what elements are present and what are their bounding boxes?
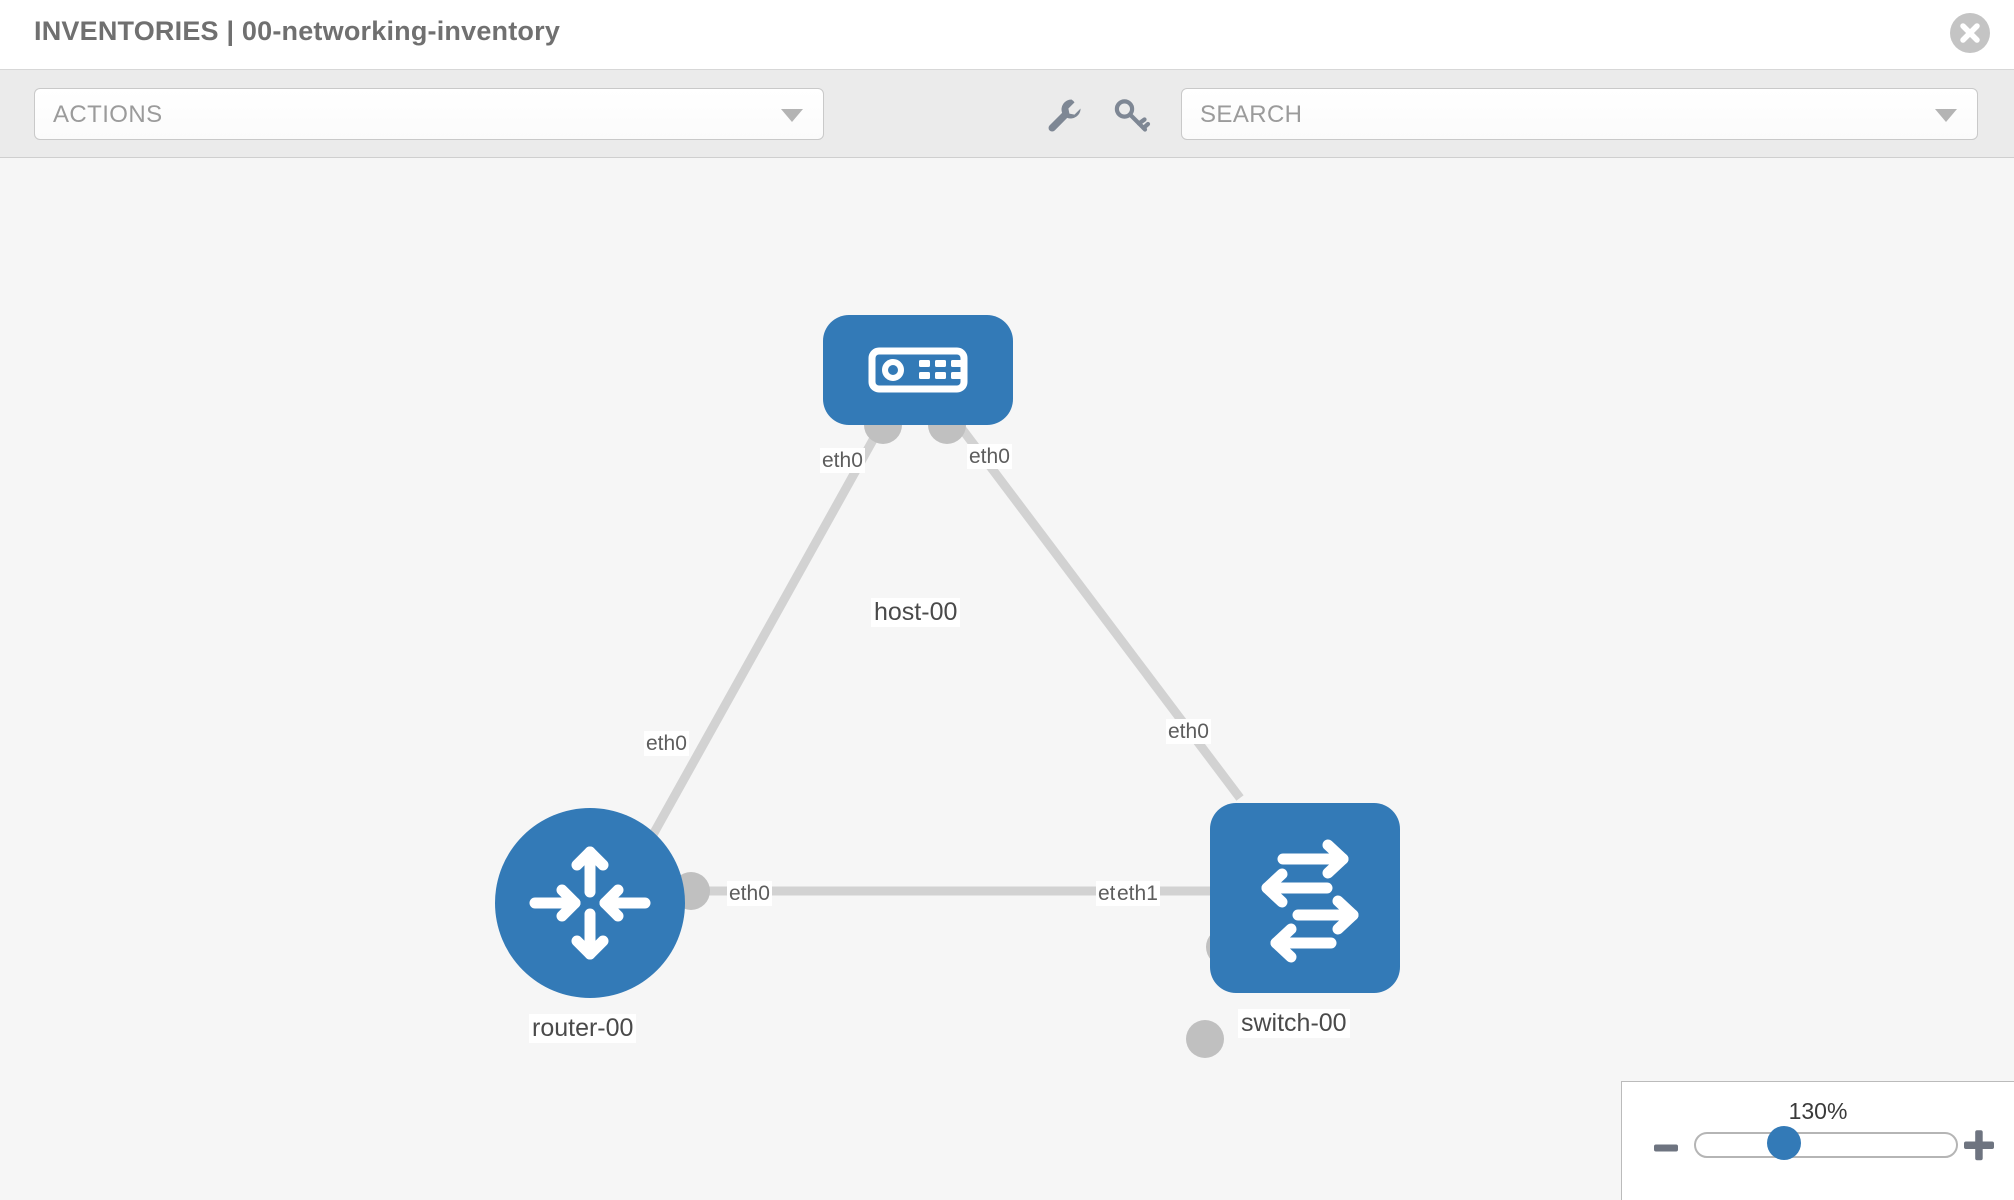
zoom-slider-thumb[interactable] (1767, 1126, 1801, 1160)
port-label-switch-left: eth1 (1115, 881, 1160, 907)
search-placeholder: SEARCH (1200, 101, 1303, 128)
port-label-host-left: eth0 (820, 448, 865, 474)
chevron-down-icon (1935, 109, 1957, 122)
minus-icon[interactable] (1652, 1134, 1680, 1162)
port-nub-switch-left (1186, 1020, 1224, 1058)
link-host-router (636, 410, 892, 861)
bidirectional-arrows-icon (1261, 839, 1359, 963)
four-arrows-inward-icon (529, 846, 651, 960)
node-switch-00-shape (1210, 803, 1400, 993)
zoom-slider[interactable] (1694, 1132, 1958, 1158)
port-label-router-upper: eth0 (644, 731, 689, 757)
zoom-control-panel: 130% (1621, 1081, 2014, 1200)
key-icon[interactable] (1110, 94, 1152, 136)
node-router-00[interactable]: router-00 (495, 808, 685, 1043)
port-label-switch-upper: eth0 (1166, 719, 1211, 745)
zoom-level-value: 130% (1788, 1098, 1848, 1124)
topology-canvas[interactable]: host-00 (0, 158, 2014, 1200)
node-host-00[interactable]: host-00 (823, 315, 1013, 627)
wrench-icon[interactable] (1043, 94, 1085, 136)
breadcrumb: INVENTORIES | 00-networking-inventory (34, 16, 561, 46)
server-device-icon (868, 347, 968, 393)
chevron-down-icon (781, 109, 803, 122)
node-host-00-label: host-00 (871, 598, 961, 627)
toolbar: ACTIONS SEARCH (0, 70, 2014, 158)
plus-icon[interactable] (1962, 1128, 1996, 1162)
node-router-00-label: router-00 (529, 1014, 637, 1043)
search-input[interactable]: SEARCH (1181, 88, 1978, 140)
node-switch-00[interactable]: switch-00 (1210, 803, 1400, 1038)
close-icon[interactable] (1950, 13, 1990, 53)
node-router-00-shape (495, 808, 685, 998)
port-label-host-right: eth0 (967, 444, 1012, 470)
node-switch-00-label: switch-00 (1238, 1009, 1350, 1038)
port-label-router-right: eth0 (727, 881, 772, 907)
actions-dropdown[interactable]: ACTIONS (34, 88, 824, 140)
node-host-00-shape (823, 315, 1013, 425)
page-header: INVENTORIES | 00-networking-inventory (0, 0, 2014, 70)
actions-dropdown-label: ACTIONS (53, 101, 163, 128)
